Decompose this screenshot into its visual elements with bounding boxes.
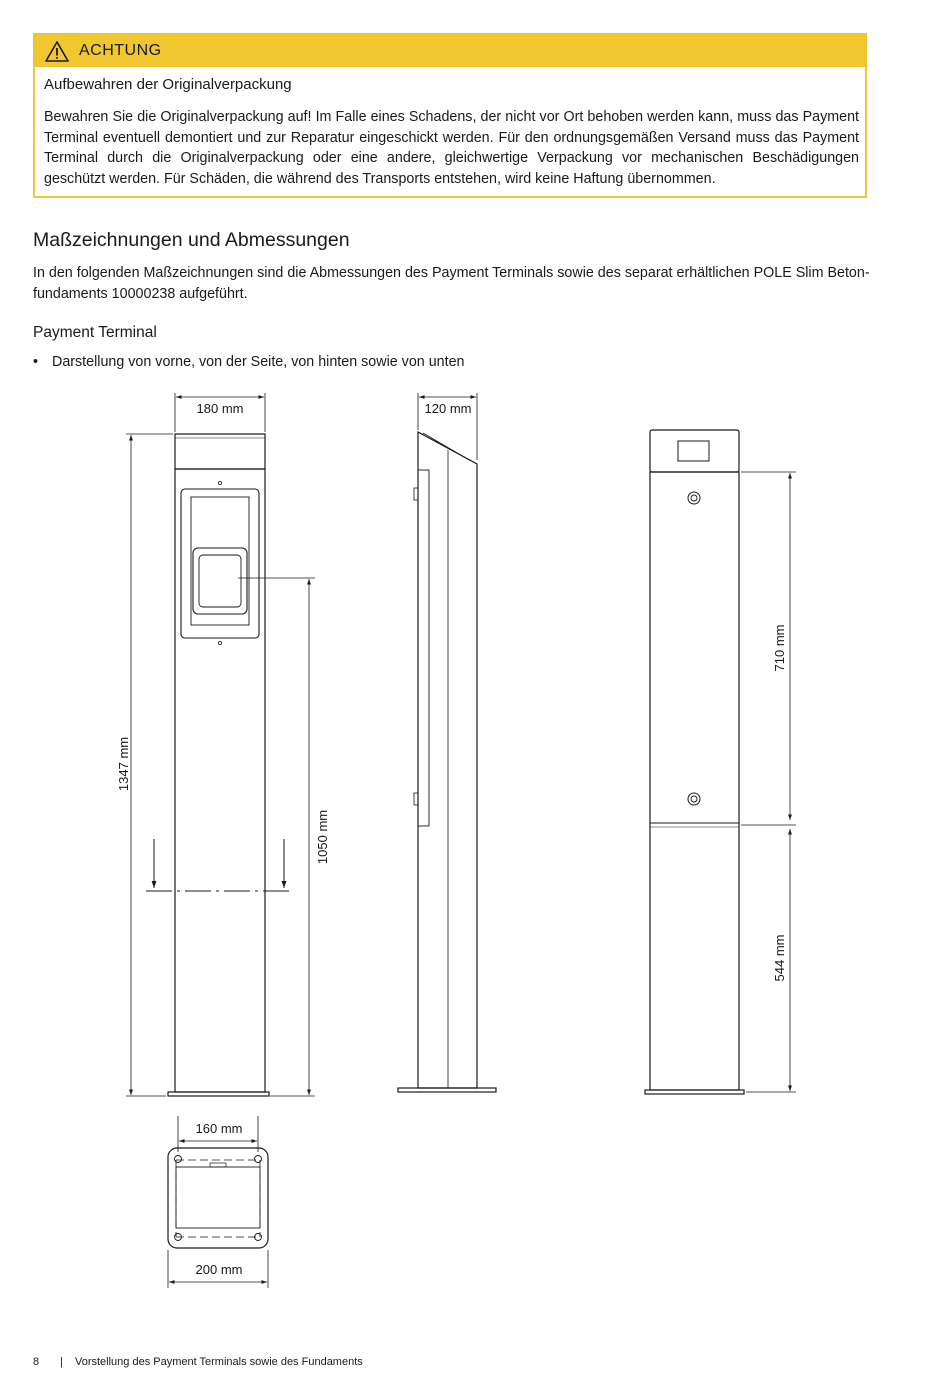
warning-subtitle: Aufbewahren der Originalverpackung xyxy=(44,76,292,93)
side-dimensions xyxy=(417,393,478,460)
dim-label-total-height: 1347 mm xyxy=(116,737,131,791)
warning-triangle-icon xyxy=(45,40,69,62)
bullet-text: Darstellung von vorne, von der Seite, vo… xyxy=(52,354,465,370)
rear-view xyxy=(644,429,745,1095)
dim-label-rear-lower: 544 mm xyxy=(772,935,787,982)
dim-label-base-inner: 160 mm xyxy=(196,1121,243,1136)
section-title: Maßzeichnungen und Abmessungen xyxy=(33,229,350,251)
side-view xyxy=(397,430,497,1093)
subsection-title: Payment Terminal xyxy=(33,324,157,341)
warning-body: Bewahren Sie die Originalverpackung auf!… xyxy=(44,109,859,187)
bullet-item: • Darstellung von vorne, von der Seite, v… xyxy=(33,354,464,370)
dim-label-display-height: 1050 mm xyxy=(315,810,330,864)
page-footer: 8 | Vorstellung des Payment Terminals sowi… xyxy=(33,1356,363,1368)
warning-label: ACHTUNG xyxy=(79,42,162,59)
dim-label-rear-upper: 710 mm xyxy=(772,625,787,672)
bullet-symbol: • xyxy=(33,354,39,370)
front-dimensions xyxy=(126,393,315,1097)
footer-text: Vorstellung des Payment Terminals sowie … xyxy=(74,1356,363,1368)
dim-label-base-outer: 200 mm xyxy=(196,1262,243,1277)
rear-dimensions xyxy=(741,471,796,1093)
warning-header: ACHTUNG xyxy=(35,35,865,67)
bottom-dimensions xyxy=(167,1116,269,1288)
dim-label-front-width: 180 mm xyxy=(197,401,244,416)
section-intro: In den folgenden Maßzeichnungen sind die… xyxy=(33,265,870,302)
footer-divider: | xyxy=(60,1356,63,1368)
bottom-view xyxy=(167,1147,269,1249)
warning-box: ACHTUNG Aufbewahren der Originalverpacku… xyxy=(33,33,867,198)
page-number: 8 xyxy=(33,1356,40,1368)
dim-label-side-depth: 120 mm xyxy=(425,401,472,416)
front-view xyxy=(146,433,292,1097)
